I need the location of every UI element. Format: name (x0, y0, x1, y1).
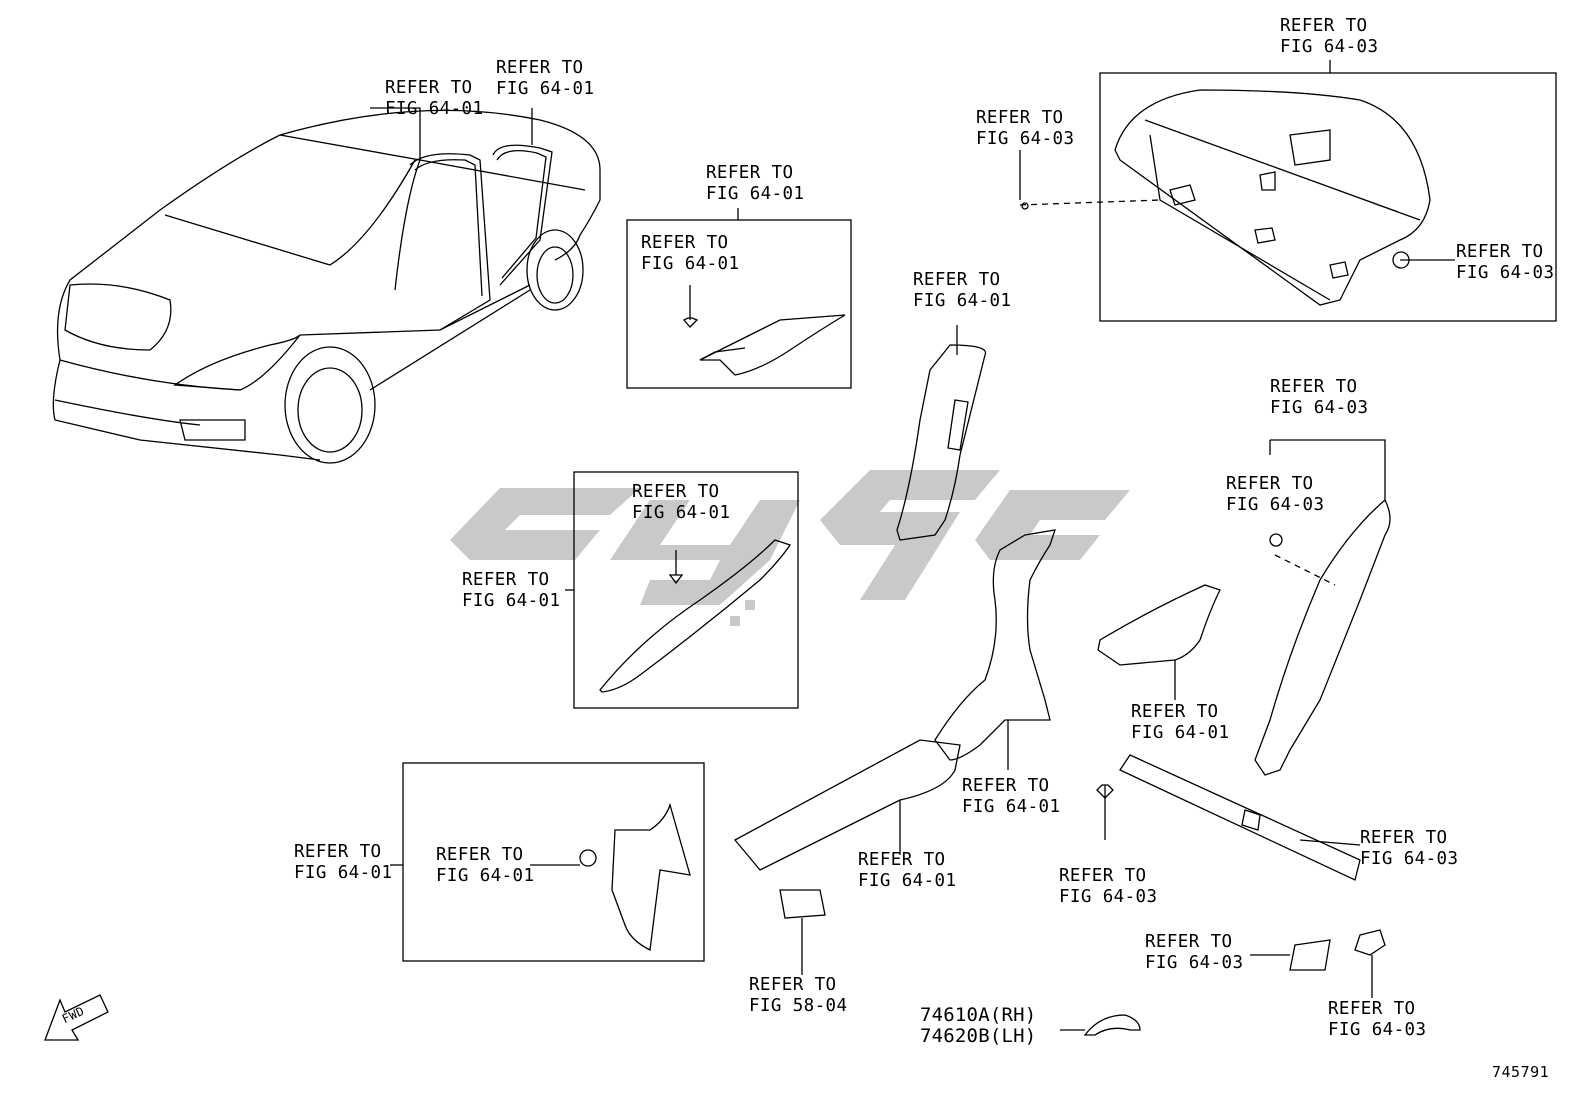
ref-shelf-top: REFER TO FIG 64-03 (1280, 16, 1379, 57)
ref-a-pillar-clip: REFER TO FIG 64-01 (632, 482, 731, 523)
watermark (450, 470, 1130, 626)
ref-box-top-outer: REFER TO FIG 64-01 (706, 163, 805, 204)
part-number-grab-handle: 74610A(RH) 74620B(LH) (920, 1004, 1037, 1047)
ref-quarter-trim: REFER TO FIG 64-01 (1131, 702, 1230, 743)
ref-car-left: REFER TO FIG 64-01 (385, 78, 484, 119)
ref-b-pillar-upper: REFER TO FIG 64-01 (913, 270, 1012, 311)
ref-a-pillar-box: REFER TO FIG 64-01 (462, 570, 561, 611)
ref-c-pillar-clip: REFER TO FIG 64-03 (1226, 474, 1325, 515)
ref-c-pillar-top: REFER TO FIG 64-03 (1270, 377, 1369, 418)
ref-sill-front: REFER TO FIG 64-01 (858, 850, 957, 891)
ref-rear-sill: REFER TO FIG 64-03 (1360, 828, 1459, 869)
ref-cowl-clip: REFER TO FIG 64-01 (436, 845, 535, 886)
ref-clip-pin: REFER TO FIG 64-03 (1059, 866, 1158, 907)
ref-shelf-left-clip: REFER TO FIG 64-03 (976, 108, 1075, 149)
box-top-frame (626, 219, 852, 389)
diagram-number: 745791 (1492, 1063, 1550, 1081)
package-tray-frame (1099, 72, 1557, 322)
ref-switch: REFER TO FIG 58-04 (749, 975, 848, 1016)
ref-box-top-inner: REFER TO FIG 64-01 (641, 233, 740, 274)
ref-hook-left: REFER TO FIG 64-03 (1145, 932, 1244, 973)
car-illustration (52, 109, 601, 464)
ref-cowl-box: REFER TO FIG 64-01 (294, 842, 393, 883)
ref-car-right: REFER TO FIG 64-01 (496, 58, 595, 99)
ref-hook-right: REFER TO FIG 64-03 (1328, 999, 1427, 1040)
cowl-frame (402, 762, 705, 962)
ref-b-pillar-lower: REFER TO FIG 64-01 (962, 776, 1061, 817)
ref-shelf-right-clip: REFER TO FIG 64-03 (1456, 242, 1555, 283)
fwd-arrow-icon (44, 994, 109, 1041)
